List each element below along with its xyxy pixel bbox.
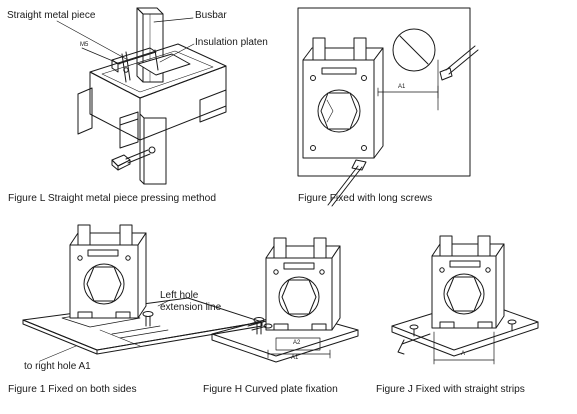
busbar-shape [136,7,167,185]
label-extension-line: extension line [160,302,222,313]
leader-straight-metal-piece [56,20,129,61]
caption-figure-j: Figure J Fixed with straight strips [376,384,525,395]
figure-1-ct-body [69,224,147,319]
caption-figure-l: Figure L Straight metal piece pressing m… [8,193,217,204]
label-right-hole: to right hole A1 [24,361,91,372]
figure-h-ct-body [265,237,341,331]
figure-1-screw [142,311,154,327]
label-bolt-code: M5 [80,42,89,48]
dimension-a1-shape [377,59,439,111]
figure-screws-drawing [297,7,479,207]
caption-figure-h: Figure H Curved plate fixation [203,384,338,395]
mounting-panel-shape [297,7,471,177]
figure-j-screw [409,319,517,337]
leader-busbar [153,17,194,23]
label-busbar: Busbar [195,10,227,21]
label-insulation-platen: Insulation platen [195,37,268,48]
caption-figure-1: Figure 1 Fixed on both sides [8,384,137,395]
figure-h-screw [253,317,273,335]
label-left-hole: Left hole [160,290,199,301]
figure-j-dimension [433,331,495,365]
leader-bolt-code [81,47,121,65]
label-straight-metal-piece: Straight metal piece [7,10,96,21]
figure-h-dimensions [267,337,331,359]
figure-l-ct-body [77,43,227,149]
label-a1-curved: A1 [291,355,299,361]
label-a2: A2 [293,340,301,346]
long-screw-shape [327,45,479,207]
figure-l-drawing [56,7,227,185]
label-a-strip: A [461,351,466,357]
panel-hole-shape [392,28,436,72]
figure-h-drawing [211,237,359,363]
leader-insulation-platen [159,43,195,63]
figure-1-drawing [22,224,263,362]
figure-j-drawing [391,235,539,365]
caption-figure-screws: Figure Fixed with long screws [298,193,433,204]
figure-j-ct-body [431,235,505,329]
clamp-bolt-shape [111,146,156,171]
figure-screws-ct-body [302,37,384,159]
label-a1-screws: A1 [398,84,406,90]
